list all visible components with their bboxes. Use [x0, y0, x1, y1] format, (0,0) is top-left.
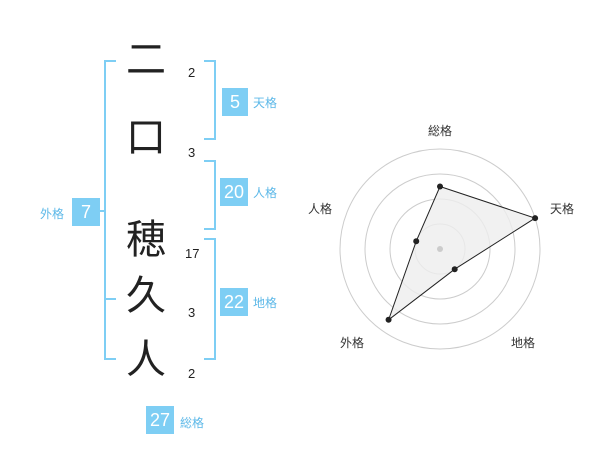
radar-label-soukaku: 総格	[428, 124, 453, 138]
tenkaku-value: 5	[222, 88, 248, 116]
stroke-count-5: 2	[188, 366, 196, 381]
radar-polygon	[387, 185, 537, 322]
soukaku-label: 総格	[180, 416, 205, 430]
stroke-count-2: 3	[188, 145, 196, 160]
soukaku-value: 27	[146, 406, 174, 434]
radar-point-1	[532, 215, 539, 222]
name-char-4: 久	[126, 273, 166, 319]
radar-grid-ring	[339, 148, 541, 350]
radar-grid-ring	[364, 173, 516, 325]
gaikaku-value: 7	[72, 198, 100, 226]
radar-label-tenkaku: 天格	[550, 202, 575, 216]
stroke-count-4: 3	[188, 305, 196, 320]
stroke-count-1: 2	[188, 65, 196, 80]
name-char-2: 口	[126, 115, 166, 161]
radar-point-0	[437, 183, 443, 190]
stroke-count-3: 17	[185, 246, 200, 261]
radar-point-2	[451, 266, 458, 273]
jinkaku-value: 20	[220, 178, 248, 206]
gaikaku-label: 外格	[40, 207, 65, 221]
tenkaku-label: 天格	[253, 96, 278, 110]
radar-point-4	[413, 238, 420, 245]
chikaku-label: 地格	[253, 296, 278, 310]
chikaku-value: 22	[220, 288, 248, 316]
radar-label-chikaku: 地格	[511, 336, 536, 350]
radar-center-dot	[437, 246, 443, 252]
name-char-1: 二	[126, 37, 166, 83]
jinkaku-label: 人格	[253, 186, 278, 200]
radar-label-jinkaku: 人格	[308, 202, 333, 216]
radar-point-3	[385, 316, 392, 323]
name-char-3: 穂	[126, 217, 166, 263]
name-char-5: 人	[126, 337, 166, 383]
radar-label-gaikaku: 外格	[340, 336, 365, 350]
